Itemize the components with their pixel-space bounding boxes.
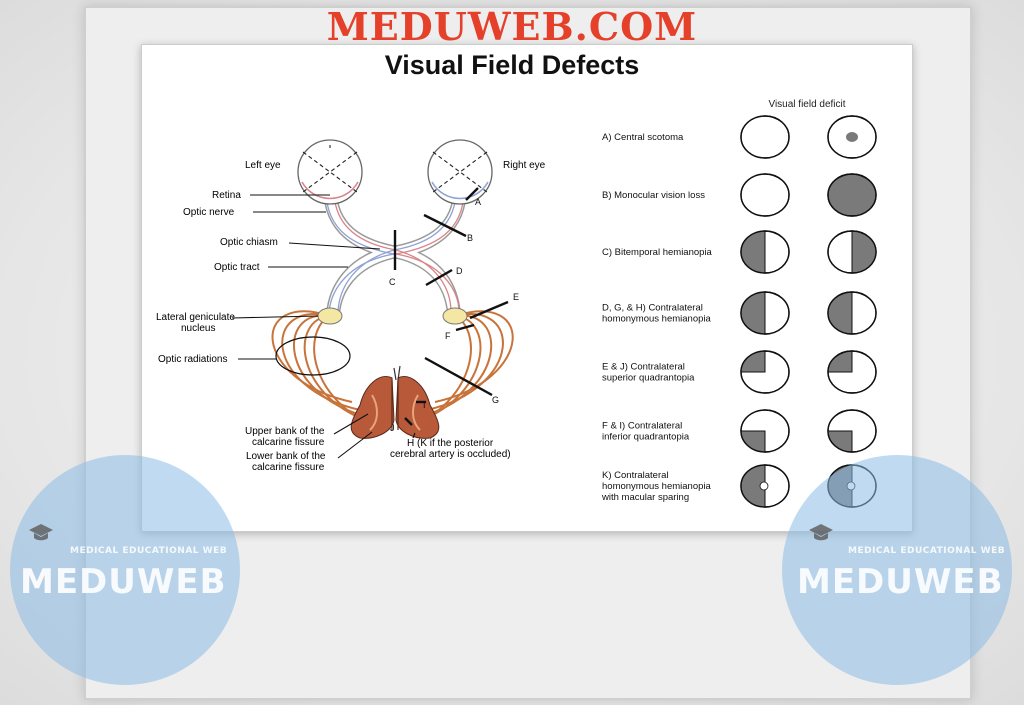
watermark-left bbox=[10, 455, 240, 685]
watermark-tagline: MEDICAL EDUCATIONAL WEB bbox=[848, 546, 1006, 556]
graduation-cap-icon bbox=[28, 522, 54, 542]
left-eye-field bbox=[740, 409, 790, 453]
right-eye bbox=[427, 139, 493, 205]
label-optic-tract: Optic tract bbox=[214, 262, 260, 273]
label-optic-radiations: Optic radiations bbox=[158, 354, 227, 365]
watermark-name: MEDUWEB bbox=[20, 562, 227, 602]
defect-label: with macular sparing bbox=[601, 492, 689, 503]
label-lower-bank-2: calcarine fissure bbox=[252, 462, 325, 473]
defect-label: D, G, & H) Contralateral bbox=[602, 303, 703, 314]
label-left-eye: Left eye bbox=[245, 160, 281, 171]
defect-label: A) Central scotoma bbox=[602, 132, 684, 143]
right-eye-field bbox=[827, 173, 877, 217]
slide-title: Visual Field Defects bbox=[384, 50, 640, 80]
right-lgn bbox=[442, 307, 468, 325]
label-right-eye: Right eye bbox=[503, 160, 546, 171]
label-retina: Retina bbox=[212, 190, 241, 201]
defect-label: homonymous hemianopia bbox=[602, 314, 712, 325]
deficit-column-header: Visual field deficit bbox=[768, 99, 845, 110]
label-lgn-1: Lateral geniculate bbox=[156, 312, 235, 323]
graduation-cap-icon bbox=[808, 522, 834, 542]
occipital-cortex bbox=[350, 365, 440, 439]
defect-label: C) Bitemporal hemianopia bbox=[602, 247, 713, 258]
left-eye-field bbox=[740, 464, 790, 508]
defect-label: K) Contralateral bbox=[602, 470, 669, 481]
lesion-letter-d: D bbox=[456, 266, 463, 276]
lesion-letter-c: C bbox=[389, 277, 396, 287]
right-eye-field bbox=[827, 230, 877, 274]
watermark-tagline: MEDICAL EDUCATIONAL WEB bbox=[70, 546, 228, 556]
defect-label: inferior quadrantopia bbox=[602, 432, 690, 443]
lesion-letter-g: G bbox=[492, 395, 499, 405]
defect-label: superior quadrantopia bbox=[602, 373, 695, 384]
lesion-letter-e: E bbox=[513, 292, 519, 302]
left-eye-field bbox=[740, 350, 790, 394]
left-eye-field bbox=[740, 230, 790, 274]
lesion-letters: A B C D E F G I J bbox=[389, 197, 519, 433]
label-lgn-2: nucleus bbox=[181, 323, 215, 334]
watermark-name: MEDUWEB bbox=[797, 562, 1004, 602]
left-eye bbox=[297, 139, 363, 205]
optic-radiations-marker bbox=[275, 336, 351, 376]
left-eye-field bbox=[740, 115, 790, 159]
lesion-letter-b: B bbox=[467, 233, 473, 243]
left-lgn bbox=[317, 307, 343, 325]
label-h-note-1: H (K if the posterior bbox=[407, 438, 494, 449]
defect-label: homonymous hemianopia bbox=[602, 481, 712, 492]
lesion-bars bbox=[393, 187, 509, 426]
lesion-letter-j: J bbox=[390, 423, 395, 433]
defect-table: A) Central scotoma B) Monocular vision lo… bbox=[601, 115, 877, 508]
defect-label: B) Monocular vision loss bbox=[602, 190, 705, 201]
label-upper-bank-2: calcarine fissure bbox=[252, 437, 325, 448]
lesion-letter-a: A bbox=[475, 197, 481, 207]
right-eye-field bbox=[827, 291, 877, 335]
right-eye-field bbox=[827, 350, 877, 394]
label-optic-nerve: Optic nerve bbox=[183, 207, 235, 218]
label-lower-bank-1: Lower bank of the bbox=[246, 451, 326, 462]
label-h-note-2: cerebral artery is occluded) bbox=[390, 449, 511, 460]
watermark-right bbox=[782, 455, 1012, 685]
right-eye-field bbox=[827, 409, 877, 453]
right-eye-field bbox=[827, 115, 877, 159]
defect-label: E & J) Contralateral bbox=[602, 362, 685, 373]
label-optic-chiasm: Optic chiasm bbox=[220, 237, 278, 248]
defect-label: F & I) Contralateral bbox=[602, 421, 682, 432]
lesion-letter-f: F bbox=[445, 331, 451, 341]
label-upper-bank-1: Upper bank of the bbox=[245, 426, 325, 437]
left-eye-field bbox=[740, 291, 790, 335]
left-eye-field bbox=[740, 173, 790, 217]
leader-lines bbox=[231, 194, 416, 459]
lesion-letter-i: I bbox=[423, 400, 426, 410]
brand-title: MEDUWEB.COM bbox=[326, 4, 698, 49]
visual-pathway bbox=[231, 139, 514, 459]
